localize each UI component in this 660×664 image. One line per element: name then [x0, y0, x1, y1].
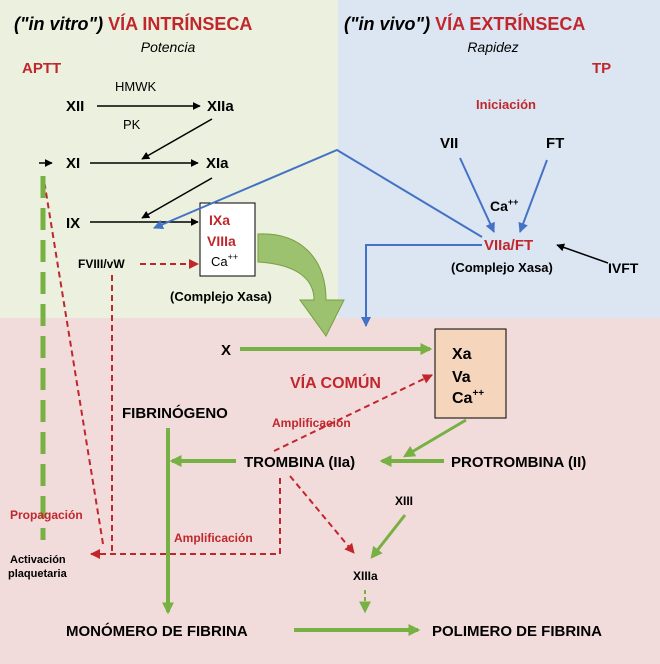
xiia-to-xi-arrow	[141, 118, 213, 160]
hmwk-label: HMWK	[115, 79, 156, 94]
amplification-label-1: Amplificación	[272, 416, 351, 430]
thrombin-to-platelet-line	[90, 478, 281, 559]
aptt-label: APTT	[22, 60, 61, 77]
xiii-to-xiiia-arrow	[370, 514, 407, 559]
propagation-label: Propagación	[10, 508, 83, 522]
vii-to-viia-arrow	[459, 157, 495, 233]
factor-xiii: XIII	[395, 494, 413, 508]
xia-to-ix-arrow	[141, 177, 213, 219]
common-region	[0, 318, 660, 664]
initiation-label: Iniciación	[476, 97, 536, 112]
common-title: VÍA COMÚN	[290, 373, 381, 392]
ivft-inhibition-arrow	[556, 243, 609, 264]
box-ixa: IXa	[209, 212, 230, 228]
xasa-big-arrow	[257, 233, 345, 337]
box-va: Va	[452, 369, 471, 386]
platelet-activation-label-2: plaquetaria	[8, 568, 68, 580]
factor-viia-ft: VIIa/FT	[484, 237, 533, 254]
prothrombinase-box	[434, 328, 507, 419]
intrinsic-title: ("in vitro") VÍA INTRÍNSECA	[14, 13, 252, 34]
extrinsic-ca: Ca++	[490, 197, 518, 214]
extrinsic-xasa-label: (Complejo Xasa)	[451, 260, 553, 275]
factor-xi: XI	[66, 155, 80, 172]
factor-protrombina: PROTROMBINA (II)	[451, 454, 586, 471]
factor-xii: XII	[66, 98, 84, 115]
factor-x: X	[221, 342, 231, 359]
factor-ix: IX	[66, 215, 80, 232]
extrinsic-title-main: VÍA EXTRÍNSECA	[435, 13, 585, 34]
factor-xiiia: XIIIa	[353, 569, 378, 583]
intrinsic-subtitle: Potencia	[141, 39, 196, 55]
extrinsic-subtitle: Rapidez	[467, 39, 518, 55]
xa-to-thrombin-arrow	[402, 418, 467, 458]
platelet-to-xi-dashed	[43, 179, 104, 545]
tp-label: TP	[592, 60, 611, 77]
amplification-label-2: Amplificación	[174, 531, 253, 545]
box-ca: Ca++	[211, 252, 238, 269]
box-viiia: VIIIa	[207, 233, 236, 249]
factor-fibrinogeno: FIBRINÓGENO	[122, 404, 228, 422]
ft-to-viia-arrow	[518, 159, 548, 233]
viia-to-ix-arrow	[153, 148, 483, 238]
factor-xia: XIa	[206, 155, 229, 172]
factor-ivft: IVFT	[608, 260, 639, 276]
extrinsic-title: ("in vivo") VÍA EXTRÍNSECA	[344, 13, 585, 34]
platelet-activation-label-1: Activación	[10, 554, 66, 566]
pk-label: PK	[123, 117, 141, 132]
factor-monomero: MONÓMERO DE FIBRINA	[66, 622, 248, 640]
extrinsic-region	[338, 0, 660, 318]
intrinsic-title-main: VÍA INTRÍNSECA	[108, 13, 252, 34]
factor-trombina: TROMBINA (IIa)	[244, 454, 355, 471]
thrombin-to-xiiia-arrow	[289, 475, 355, 554]
factor-polimero: POLIMERO DE FIBRINA	[432, 623, 602, 640]
intrinsic-xasa-box	[199, 202, 256, 277]
fviii-vw-label: FVIII/vW	[78, 257, 125, 271]
intrinsic-title-prefix: ("in vitro")	[14, 14, 108, 34]
intrinsic-xasa-label: (Complejo Xasa)	[170, 289, 272, 304]
viia-to-x-arrow	[361, 244, 482, 327]
factor-vii: VII	[440, 135, 458, 152]
factor-ft: FT	[546, 135, 564, 152]
box-xa: Xa	[452, 346, 472, 363]
extrinsic-title-prefix: ("in vivo")	[344, 14, 435, 34]
factor-xiia: XIIa	[207, 98, 234, 115]
box-common-ca: Ca++	[452, 388, 484, 407]
